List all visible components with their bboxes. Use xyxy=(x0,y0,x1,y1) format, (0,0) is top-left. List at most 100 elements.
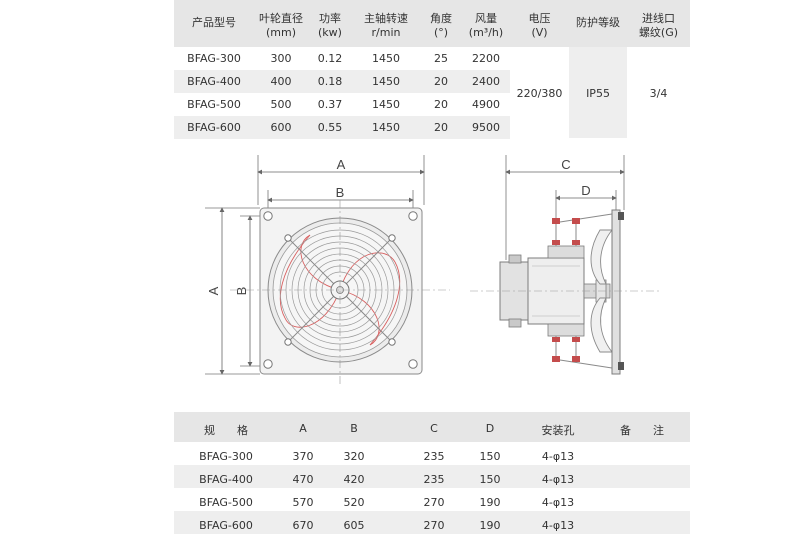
dimension-a-top: A xyxy=(257,155,425,205)
cell-angle: 20 xyxy=(434,121,448,134)
dim-header-b: B xyxy=(350,422,358,435)
header-line: 防护等级 xyxy=(576,16,620,29)
spec-header-model: 产品型号 xyxy=(174,16,254,30)
header-unit: 螺纹(G) xyxy=(638,26,679,39)
cell-airflow: 9500 xyxy=(472,121,500,134)
cell-holes: 4-φ13 xyxy=(541,519,575,532)
cell-b: 605 xyxy=(343,519,365,532)
cell-holes: 4-φ13 xyxy=(541,473,575,486)
cell-d: 150 xyxy=(479,473,501,486)
cell-a: 570 xyxy=(292,496,314,509)
side-view: C D xyxy=(470,155,660,375)
cell-c: 270 xyxy=(423,496,445,509)
dim-header-c: C xyxy=(430,422,438,435)
cell-airflow: 2400 xyxy=(472,75,500,88)
cell-d: 190 xyxy=(479,496,501,509)
thread-cell-bg xyxy=(627,47,690,138)
cell-protection: IP55 xyxy=(586,87,610,100)
cell-holes: 4-φ13 xyxy=(541,496,575,509)
cell-angle: 25 xyxy=(434,52,448,65)
dimension-table: 规 格 A B C D 安装孔 备 注 BFAG-300 370 320 235… xyxy=(174,412,690,548)
motor-bracket xyxy=(547,245,585,259)
cell-thread: 3/4 xyxy=(649,87,668,100)
spec-header-angle: 角度 (°) xyxy=(420,12,462,40)
header-line: 主轴转速 xyxy=(364,12,408,25)
side-frame-plate xyxy=(611,209,621,375)
cell-power: 0.18 xyxy=(317,75,343,88)
dimension-d: D xyxy=(555,183,617,222)
header-line: 电压 xyxy=(528,12,551,25)
cell-angle: 20 xyxy=(434,75,448,88)
cell-d: 190 xyxy=(479,519,501,532)
blade-profile xyxy=(590,297,613,353)
cell-model: BFAG-500 xyxy=(199,496,253,509)
dim-header-remark: 备 注 xyxy=(620,424,664,437)
cell-speed: 1450 xyxy=(372,75,400,88)
mounting-holes xyxy=(263,211,418,369)
cell-model: BFAG-500 xyxy=(187,98,241,111)
dim-header-model: 规 格 xyxy=(204,424,248,437)
cell-diameter: 400 xyxy=(270,75,292,88)
label-c: C xyxy=(561,157,570,172)
label-a-side: A xyxy=(206,286,221,295)
blade-profile xyxy=(590,229,613,285)
header-unit: (V) xyxy=(531,26,548,39)
spec-table: 产品型号 叶轮直径 (mm) 功率 (kw) 主轴转速 r/min 角度 (°)… xyxy=(174,0,690,139)
spec-header-diameter: 叶轮直径 (mm) xyxy=(254,12,308,40)
cell-speed: 1450 xyxy=(372,52,400,65)
spec-header-power: 功率 (kw) xyxy=(308,12,352,40)
dim-header-a: A xyxy=(299,422,307,435)
dim-row-band xyxy=(174,465,690,488)
cell-c: 235 xyxy=(423,450,445,463)
cell-model: BFAG-400 xyxy=(187,75,241,88)
label-b-side: B xyxy=(234,287,249,296)
motor-bracket xyxy=(547,323,585,337)
cell-diameter: 300 xyxy=(270,52,292,65)
cell-power: 0.55 xyxy=(317,121,343,134)
spec-table-header-bg xyxy=(174,0,690,47)
dim-table-header-bg xyxy=(174,412,690,442)
cell-model: BFAG-400 xyxy=(199,473,253,486)
header-line: 产品型号 xyxy=(192,16,236,29)
cell-speed: 1450 xyxy=(372,98,400,111)
header-line: 叶轮直径 xyxy=(259,12,303,25)
cell-angle: 20 xyxy=(434,98,448,111)
cell-diameter: 600 xyxy=(270,121,292,134)
voltage-cell-bg xyxy=(510,47,569,138)
spec-header-airflow: 风量 (m³/h) xyxy=(462,12,510,40)
cell-power: 0.37 xyxy=(317,98,343,111)
header-line: 角度 xyxy=(430,12,452,25)
center-lines xyxy=(230,200,450,385)
cell-voltage: 220/380 xyxy=(516,87,563,100)
spec-row-band xyxy=(174,116,510,139)
cell-b: 320 xyxy=(343,450,365,463)
header-line: 风量 xyxy=(475,12,497,25)
cell-speed: 1450 xyxy=(372,121,400,134)
protection-cell-bg xyxy=(569,47,627,138)
header-unit: r/min xyxy=(371,26,401,39)
header-unit: (mm) xyxy=(265,26,296,39)
header-unit: (m³/h) xyxy=(468,26,504,39)
cell-model: BFAG-600 xyxy=(199,519,253,532)
cell-b: 420 xyxy=(343,473,365,486)
cell-c: 235 xyxy=(423,473,445,486)
header-line: 进线口 xyxy=(642,12,675,25)
cell-c: 270 xyxy=(423,519,445,532)
cell-model: BFAG-300 xyxy=(199,450,253,463)
cell-d: 150 xyxy=(479,450,501,463)
label-b: B xyxy=(336,185,345,200)
cell-a: 370 xyxy=(292,450,314,463)
header-unit: (kw) xyxy=(318,26,342,39)
dim-header-holes: 安装孔 xyxy=(541,424,575,437)
spec-header-voltage: 电压 (V) xyxy=(510,12,569,40)
header-line: 功率 xyxy=(319,12,341,25)
label-d: D xyxy=(581,183,590,198)
spec-header-protection: 防护等级 xyxy=(569,16,627,30)
spec-row-band xyxy=(174,70,510,93)
front-view: A B A B xyxy=(205,155,450,385)
guard-mount-points xyxy=(284,234,396,346)
cell-power: 0.12 xyxy=(317,52,343,65)
dimension-c: C xyxy=(505,155,625,260)
bolts xyxy=(552,218,580,362)
